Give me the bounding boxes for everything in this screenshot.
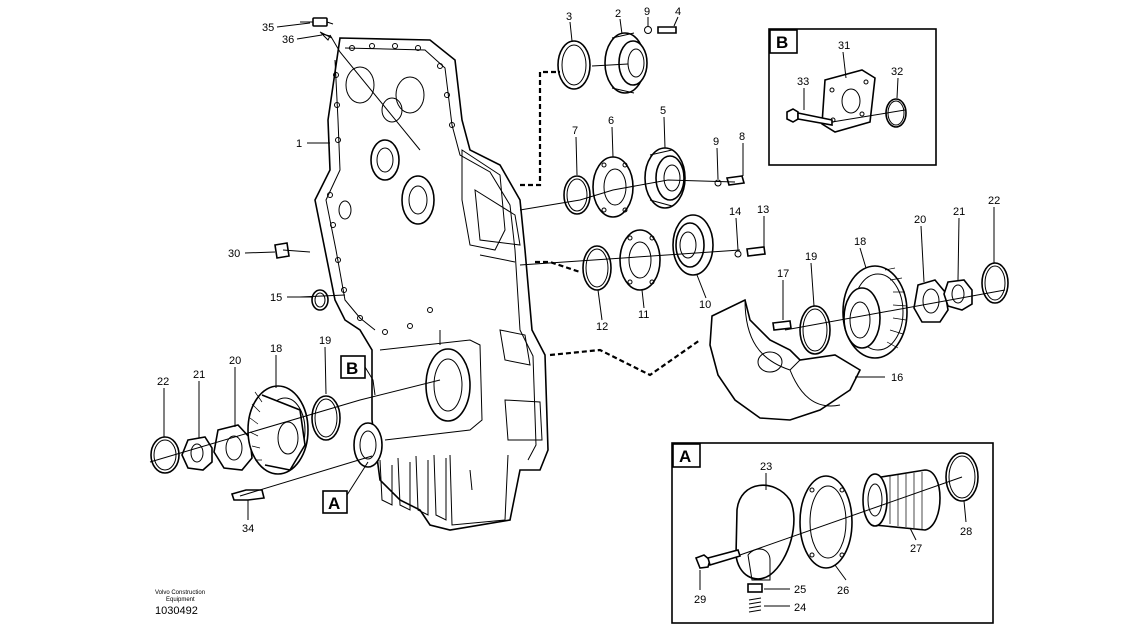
part-18-left-label: 18 <box>270 343 282 355</box>
part-22-left-label: 22 <box>157 376 169 388</box>
callout-a-main: A <box>322 461 369 514</box>
part-31-label: 31 <box>838 40 850 52</box>
cover-assembly-upper <box>557 26 766 291</box>
part-2-label: 2 <box>615 8 621 20</box>
part-18-right-label: 18 <box>854 236 866 248</box>
part-7-label: 7 <box>572 125 578 137</box>
part-17-label: 17 <box>777 268 789 280</box>
publisher-line-2: Equipment <box>166 597 195 603</box>
part-14-label: 14 <box>729 206 741 218</box>
part-9-top-label: 9 <box>644 6 650 18</box>
part-24-label: 24 <box>794 602 806 614</box>
detail-a-title: A <box>679 447 691 466</box>
speed-sensor <box>300 17 334 41</box>
part-16-label: 16 <box>891 372 903 384</box>
part-32-label: 32 <box>891 66 903 78</box>
part-19-right-label: 19 <box>805 251 817 263</box>
part-35-label: 35 <box>262 22 274 34</box>
part-6-label: 6 <box>608 115 614 127</box>
part-30-label: 30 <box>228 248 240 260</box>
part-19-left-label: 19 <box>319 335 331 347</box>
detail-b-title: B <box>776 33 788 52</box>
part-29-label: 29 <box>694 594 706 606</box>
part-13-label: 13 <box>757 204 769 216</box>
view-b-marker: B <box>346 359 358 378</box>
part-21-right-label: 21 <box>953 206 965 218</box>
part-27-label: 27 <box>910 543 922 555</box>
flange-bolts <box>327 43 455 335</box>
part-labels: 35 36 1 30 15 19 18 20 21 22 34 3 2 9 4 … <box>157 6 1000 535</box>
detail-a-inset: A 23 26 27 28 29 25 24 <box>671 442 994 624</box>
part-25-label: 25 <box>794 584 806 596</box>
drawing-credit: Volvo Construction Equipment 1030492 <box>155 590 205 617</box>
part-10-label: 10 <box>699 299 711 311</box>
part-33-label: 33 <box>797 76 809 88</box>
part-8-label: 8 <box>739 131 745 143</box>
part-23-label: 23 <box>760 461 772 473</box>
part-5-label: 5 <box>660 105 666 117</box>
part-22-right-label: 22 <box>988 195 1000 207</box>
part-11-label: 11 <box>638 309 649 321</box>
part-9-mid-label: 9 <box>713 136 719 148</box>
part-15-label: 15 <box>270 292 282 304</box>
part-28-label: 28 <box>960 526 972 538</box>
part-1-label: 1 <box>296 138 302 150</box>
oil-pan-fins <box>379 454 509 526</box>
view-a-marker: A <box>328 494 340 513</box>
drive-flange-assembly <box>709 262 1009 421</box>
reference-dashes <box>520 70 701 377</box>
part-21-left-label: 21 <box>193 369 205 381</box>
part-20-left-label: 20 <box>229 355 241 367</box>
detail-b-inset: B 31 32 33 <box>768 28 937 166</box>
publisher-line-1: Volvo Construction <box>155 590 205 596</box>
part-26-label: 26 <box>837 585 849 597</box>
part-20-right-label: 20 <box>914 214 926 226</box>
drawing-number: 1030492 <box>155 605 198 617</box>
left-flange-assembly <box>150 289 341 501</box>
assembly-axes <box>149 34 1006 497</box>
part-34-label: 34 <box>242 523 254 535</box>
part-36-label: 36 <box>282 34 294 46</box>
part-3-label: 3 <box>566 11 572 23</box>
callout-b-main: B <box>340 355 376 396</box>
transmission-housing <box>274 31 549 531</box>
part-12-label: 12 <box>596 321 608 333</box>
part-4-label: 4 <box>675 6 681 18</box>
